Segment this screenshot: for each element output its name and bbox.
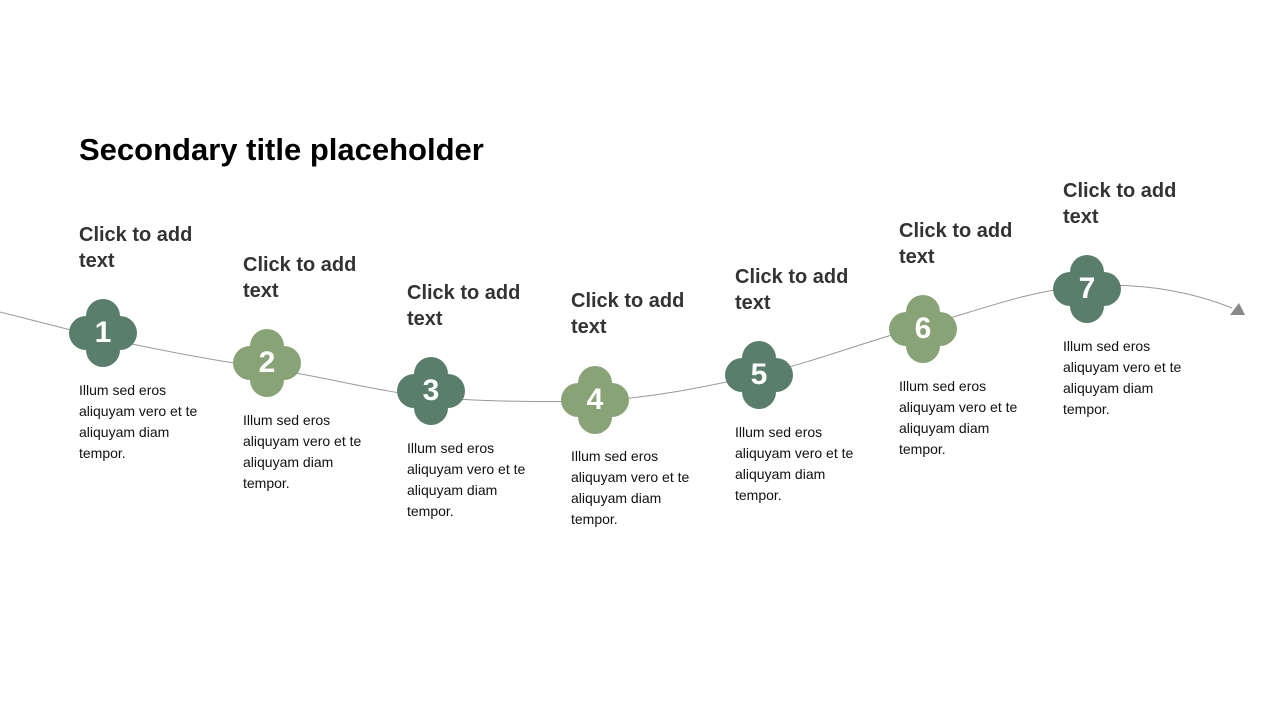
- step-heading[interactable]: Click to add text: [735, 266, 849, 314]
- step-heading[interactable]: Click to add text: [1063, 180, 1177, 228]
- step-badge: 4: [561, 366, 629, 434]
- step-body[interactable]: Illum sed eros aliquyam vero et te aliqu…: [571, 448, 690, 527]
- step-number: 2: [258, 346, 276, 379]
- step-number: 6: [914, 312, 932, 345]
- step-body[interactable]: Illum sed eros aliquyam vero et te aliqu…: [899, 378, 1018, 457]
- step-heading[interactable]: Click to add text: [899, 220, 1013, 268]
- step-number: 5: [750, 358, 768, 391]
- step-badge: 2: [233, 329, 301, 397]
- step-badge: 6: [889, 295, 957, 363]
- step-number: 4: [586, 383, 604, 416]
- quatrefoil-icon: [1053, 255, 1121, 323]
- step-heading[interactable]: Click to add text: [407, 282, 521, 330]
- step-body[interactable]: Illum sed eros aliquyam vero et te aliqu…: [407, 440, 526, 519]
- step-number: 7: [1078, 272, 1096, 305]
- step-badge: 7: [1053, 255, 1121, 323]
- step-body[interactable]: Illum sed eros aliquyam vero et te aliqu…: [79, 382, 198, 461]
- step-heading[interactable]: Click to add text: [243, 254, 357, 302]
- step-badge: 1: [69, 299, 137, 367]
- step-number: 3: [422, 374, 440, 407]
- step-heading[interactable]: Click to add text: [571, 290, 685, 338]
- quatrefoil-icon: [889, 295, 957, 363]
- quatrefoil-icon: [69, 299, 137, 367]
- quatrefoil-icon: [725, 341, 793, 409]
- step-body[interactable]: Illum sed eros aliquyam vero et te aliqu…: [1063, 338, 1182, 417]
- step-badge: 3: [397, 357, 465, 425]
- step-badge: 5: [725, 341, 793, 409]
- step-number: 1: [94, 316, 112, 349]
- quatrefoil-icon: [561, 366, 629, 434]
- step-body[interactable]: Illum sed eros aliquyam vero et te aliqu…: [735, 424, 854, 503]
- step-body[interactable]: Illum sed eros aliquyam vero et te aliqu…: [243, 412, 362, 491]
- quatrefoil-icon: [397, 357, 465, 425]
- step-heading[interactable]: Click to add text: [79, 224, 193, 272]
- arrow-head-icon: [1230, 303, 1245, 315]
- slide-title[interactable]: Secondary title placeholder: [79, 132, 484, 167]
- quatrefoil-icon: [233, 329, 301, 397]
